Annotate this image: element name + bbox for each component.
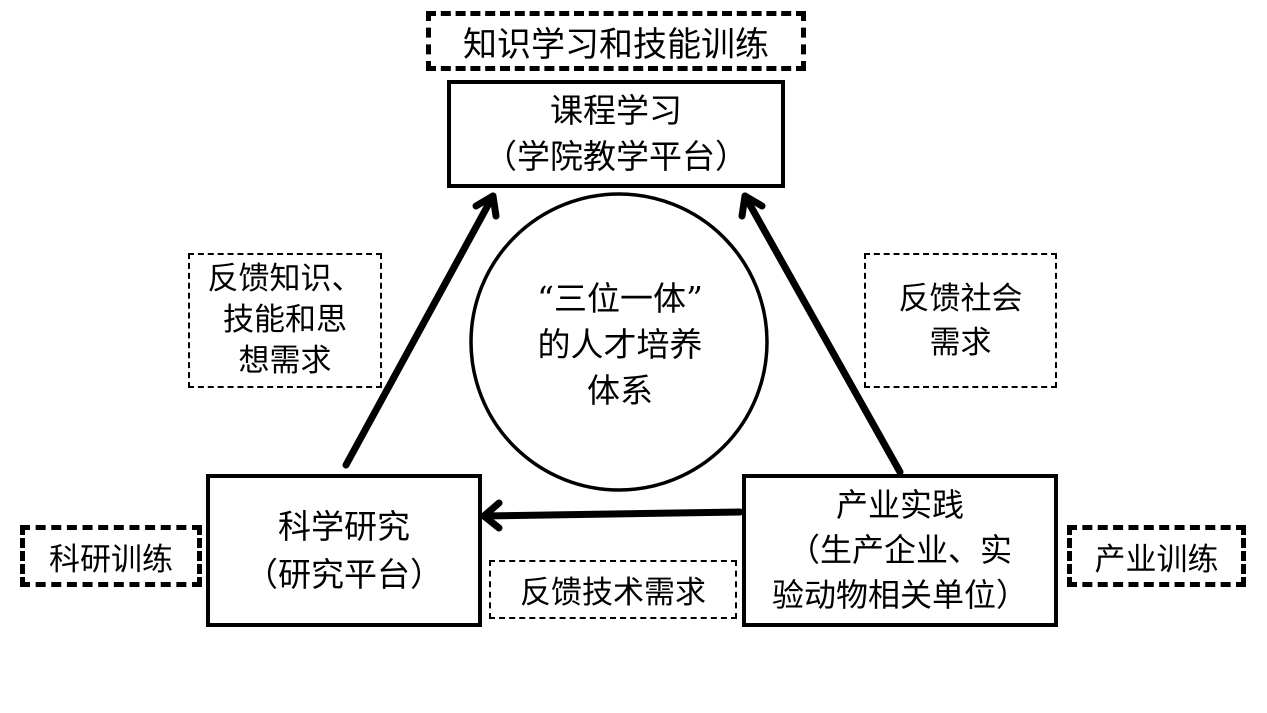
arrow-research-to-course	[342, 192, 500, 469]
center-title-line: “三位一体”	[537, 279, 703, 318]
node-industry-practice: 产业实践 （生产企业、实 验动物相关单位）	[742, 474, 1058, 627]
feedback-line: 反馈知识、	[207, 261, 363, 297]
feedback-line: 需求	[929, 324, 992, 361]
training-label-industry: 产业训练	[1067, 525, 1246, 587]
training-label-course: 知识学习和技能训练	[426, 11, 806, 71]
center-title: “三位一体” 的人才培养 体系	[500, 270, 740, 420]
arrow-industry-to-research	[480, 499, 744, 532]
training-label-text: 知识学习和技能训练	[463, 24, 769, 65]
training-label-research: 科研训练	[20, 525, 202, 587]
training-label-text: 科研训练	[49, 541, 173, 578]
feedback-label-industry-to-course: 反馈社会 需求	[864, 253, 1057, 388]
node-subtitle: （学院教学平台）	[484, 137, 748, 176]
node-subtitle: （生产企业、实	[787, 531, 1012, 569]
center-title-line: 的人才培养	[537, 325, 703, 364]
training-label-text: 产业训练	[1094, 541, 1219, 578]
feedback-label-industry-to-research: 反馈技术需求	[489, 560, 737, 619]
node-scientific-research: 科学研究 （研究平台）	[206, 474, 482, 627]
center-circle	[469, 192, 769, 492]
node-title: 课程学习	[550, 91, 682, 130]
center-title-line: 体系	[587, 371, 653, 410]
node-subtitle: 验动物相关单位）	[771, 576, 1028, 614]
node-course-learning: 课程学习 （学院教学平台）	[447, 80, 785, 188]
node-title: 产业实践	[835, 486, 964, 524]
node-subtitle: （研究平台）	[245, 554, 443, 594]
node-title: 科学研究	[278, 506, 410, 546]
feedback-line: 想需求	[238, 343, 332, 379]
feedback-line: 反馈社会	[898, 280, 1023, 317]
feedback-line: 反馈技术需求	[520, 575, 706, 611]
arrow-industry-to-course	[738, 192, 904, 476]
feedback-label-research-to-course: 反馈知识、 技能和思 想需求	[188, 253, 382, 388]
feedback-line: 技能和思	[223, 302, 347, 338]
